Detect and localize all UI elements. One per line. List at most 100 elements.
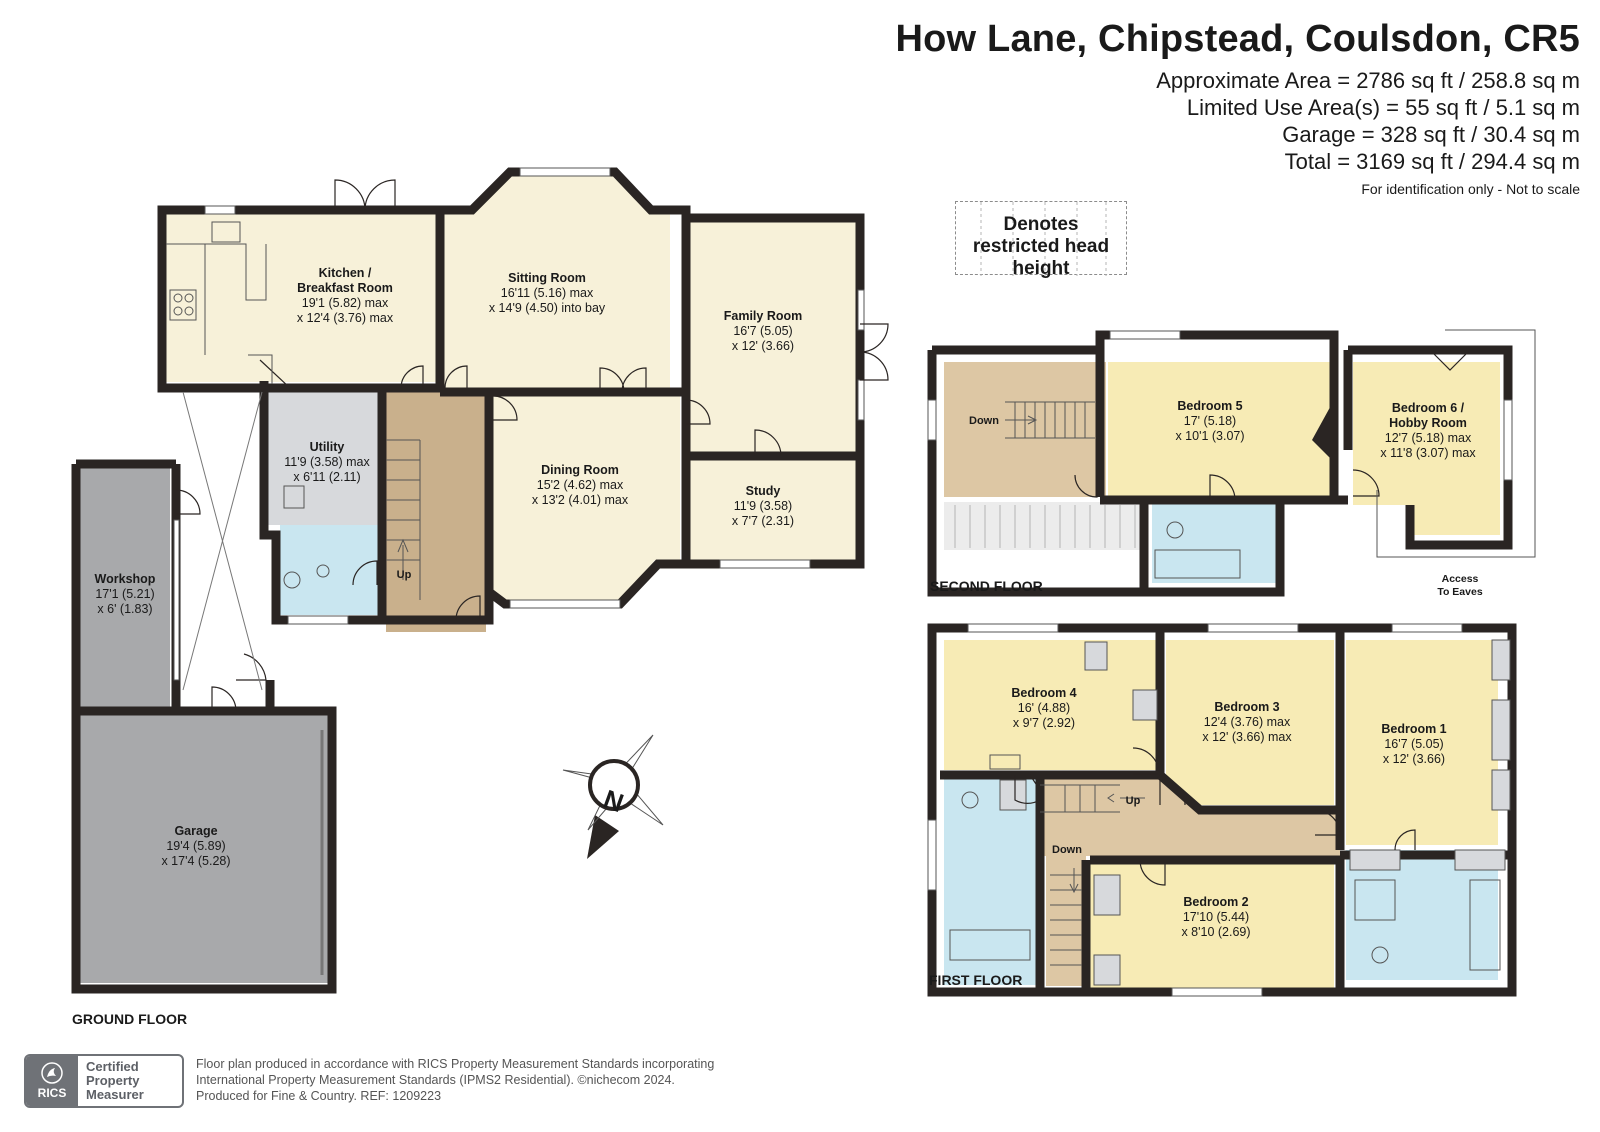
header: How Lane, Chipstead, Coulsdon, CR5 Appro… xyxy=(895,18,1580,197)
eaves-label-1: Access xyxy=(1442,573,1479,585)
garage-dim-1: 19'4 (5.89) xyxy=(166,839,225,853)
ground-floor xyxy=(71,167,889,994)
first-landing-fill xyxy=(1040,775,1340,856)
second-bath-fittings xyxy=(1154,521,1241,579)
utility-fill xyxy=(268,385,378,525)
bedroom1-label: Bedroom 1 xyxy=(1381,722,1446,736)
scale-note: For identification only - Not to scale xyxy=(1361,181,1580,197)
workshop-dim-1: 17'1 (5.21) xyxy=(95,587,154,601)
restricted-height-label: Denotes restricted head height xyxy=(972,214,1110,279)
garage-door-lines xyxy=(182,391,324,975)
second-floor xyxy=(927,329,1536,597)
bedroom5-label: Bedroom 5 xyxy=(1177,399,1242,413)
second-windows xyxy=(927,330,1513,481)
bedroom1-dim-2: x 12' (3.66) xyxy=(1383,752,1445,766)
first-fittings xyxy=(949,754,1501,971)
kitchen-fill xyxy=(166,214,436,382)
family-room-label: Family Room xyxy=(724,309,803,323)
limited-use-area: Limited Use Area(s) = 55 sq ft / 5.1 sq … xyxy=(1186,95,1580,120)
chimney-breast xyxy=(1312,400,1334,462)
first-floor-label: FIRST FLOOR xyxy=(929,972,1022,988)
utility-dim-2: x 6'11 (2.11) xyxy=(293,470,360,484)
garage-dim-2: x 17'4 (5.28) xyxy=(161,854,230,868)
bedroom3-label: Bedroom 3 xyxy=(1214,700,1279,714)
first-door-swings xyxy=(1014,747,1416,886)
bedroom6-label: Bedroom 6 / xyxy=(1392,401,1465,415)
restricted-hatch-second xyxy=(954,505,1136,548)
garage-label: Garage xyxy=(174,824,217,838)
certified-measurer-text: Certified Property Measurer xyxy=(78,1060,144,1102)
bedroom2-dim-1: 17'10 (5.44) xyxy=(1183,910,1249,924)
rics-emblem-icon xyxy=(41,1062,63,1084)
floor-labels: GROUND FLOOR SECOND FLOOR FIRST FLOOR xyxy=(72,578,1043,1027)
study-fill xyxy=(686,452,856,560)
bedroom4-fill xyxy=(944,640,1160,770)
cert-line-2: Property xyxy=(86,1073,140,1088)
second-bath-fill xyxy=(1152,503,1276,583)
compass-circle xyxy=(588,759,640,811)
first-floor xyxy=(927,623,1517,997)
ground-stairs xyxy=(386,439,421,600)
footer-line-1: Floor plan produced in accordance with R… xyxy=(196,1057,715,1071)
bedroom3-dim-1: 12'4 (3.76) max xyxy=(1204,715,1291,729)
study-dim-2: x 7'7 (2.31) xyxy=(732,514,794,528)
workshop-label: Workshop xyxy=(95,572,156,586)
footer-line-3: Produced for Fine & Country. REF: 120922… xyxy=(196,1089,442,1103)
sitting-room-fill xyxy=(441,176,670,392)
study-dim-1: 11'9 (3.58) xyxy=(734,499,792,513)
ground-walls xyxy=(71,167,865,994)
first-stairs-up-label: Up xyxy=(1126,795,1141,807)
first-wardrobes xyxy=(999,639,1511,986)
study-label: Study xyxy=(746,484,781,498)
kitchen-fittings xyxy=(166,221,330,589)
room-labels: Kitchen / Breakfast Room 19'1 (5.82) max… xyxy=(95,266,1483,939)
kitchen-label-2: Breakfast Room xyxy=(297,281,393,295)
ensuite-fill xyxy=(1346,850,1498,980)
bedroom1-fill xyxy=(1346,640,1498,845)
rics-certified-badge: RICS Certified Property Measurer xyxy=(24,1054,184,1108)
dining-room-dim-2: x 13'2 (4.01) max xyxy=(532,493,629,507)
compass-needle xyxy=(587,815,619,859)
total-area: Total = 3169 sq ft / 294.4 sq m xyxy=(1284,149,1580,174)
bedroom5-dim-2: x 10'1 (3.07) xyxy=(1175,429,1244,443)
garage-fill xyxy=(80,715,328,983)
bedroom1-dim-1: 16'7 (5.05) xyxy=(1384,737,1443,751)
bedroom3-dim-2: x 12' (3.66) max xyxy=(1202,730,1292,744)
workshop-dim-2: x 6' (1.83) xyxy=(97,602,152,616)
family-room-fill xyxy=(686,222,856,452)
ground-stairs-up-label: Up xyxy=(397,569,412,581)
kitchen-dim-1: 19'1 (5.82) max xyxy=(302,296,389,310)
second-stairs-down-label: Down xyxy=(969,415,999,427)
footer: RICS Certified Property Measurer Floor p… xyxy=(24,1054,804,1112)
kitchen-label: Kitchen / xyxy=(319,266,372,280)
cert-line-1: Certified xyxy=(86,1059,139,1074)
dining-room-fill xyxy=(493,392,680,600)
eaves-label-2: To Eaves xyxy=(1437,586,1482,598)
footer-line-2: International Property Measurement Stand… xyxy=(196,1073,675,1087)
bedroom6-dim-1: 12'7 (5.18) max xyxy=(1385,431,1472,445)
utility-label: Utility xyxy=(310,440,345,454)
bedroom5-dim-1: 17' (5.18) xyxy=(1184,414,1236,428)
first-windows xyxy=(927,623,1463,997)
second-door-swings xyxy=(1074,329,1536,558)
sitting-room-label: Sitting Room xyxy=(508,271,586,285)
bedroom6-fill xyxy=(1353,362,1500,535)
bedroom6-dim-2: x 11'8 (3.07) max xyxy=(1380,446,1476,460)
bedroom3-fill xyxy=(1166,640,1334,805)
sitting-room-dim-1: 16'11 (5.16) max xyxy=(501,286,594,300)
dining-room-dim-1: 15'2 (4.62) max xyxy=(537,478,624,492)
bedroom2-dim-2: x 8'10 (2.69) xyxy=(1181,925,1250,939)
restricted-area-fill xyxy=(944,502,1144,550)
bedroom5-fill xyxy=(1108,362,1338,497)
rics-logo: RICS xyxy=(26,1056,78,1106)
first-stairs-down-label: Down xyxy=(1052,844,1082,856)
rics-logo-text: RICS xyxy=(37,1086,67,1100)
cert-line-3: Measurer xyxy=(86,1087,144,1102)
compass xyxy=(562,734,664,859)
dining-room-label: Dining Room xyxy=(541,463,619,477)
first-stairs-fill xyxy=(1046,856,1086,986)
footer-disclaimer: Floor plan produced in accordance with R… xyxy=(196,1056,714,1104)
family-room-dim-1: 16'7 (5.05) xyxy=(733,324,792,338)
family-room-dim-2: x 12' (3.66) xyxy=(732,339,794,353)
